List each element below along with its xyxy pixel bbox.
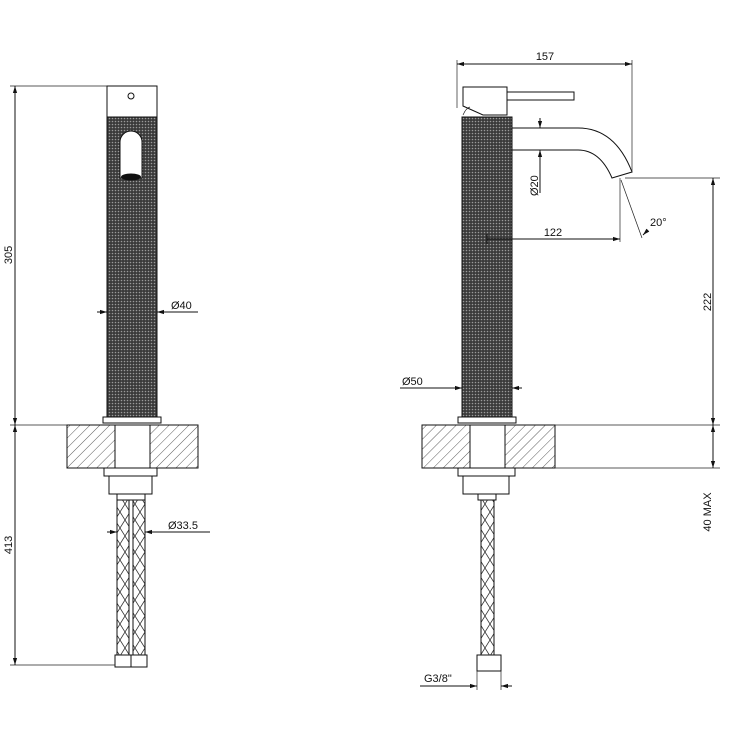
- spout: [511, 127, 633, 179]
- side-hose-fitting: [476, 654, 502, 672]
- front-nut-neck: [116, 493, 146, 501]
- front-view: 305 413 Ø40 Ø33.5: [3, 85, 210, 668]
- side-counter-left: [421, 424, 471, 469]
- counter-section-left: [66, 424, 116, 469]
- hose-fitting-right: [130, 654, 148, 668]
- dim-g3-8: G3/8": [424, 673, 452, 685]
- dim-d20: Ø20: [529, 175, 541, 196]
- hose-right: [132, 499, 146, 656]
- front-cap: [106, 85, 158, 118]
- dim-157: 157: [536, 51, 554, 63]
- front-spout-opening: [119, 130, 143, 179]
- front-nut-washer: [103, 467, 158, 477]
- dim-d33-5: Ø33.5: [168, 520, 198, 532]
- dim-413: 413: [3, 536, 15, 554]
- dim-40-max: 40 MAX: [702, 492, 714, 532]
- dim-d50: Ø50: [402, 376, 423, 388]
- side-view: 157 Ø20 122 20° 222 40 MAX Ø50 G3/8": [400, 51, 720, 690]
- dim-122: 122: [544, 227, 562, 239]
- side-nut: [462, 475, 510, 495]
- dim-d40: Ø40: [171, 300, 192, 312]
- front-base-plate: [102, 416, 162, 424]
- side-cap: [462, 86, 508, 116]
- cap-hole-icon: [127, 92, 135, 100]
- lever-handle[interactable]: [504, 91, 575, 101]
- side-nut-neck: [477, 493, 497, 501]
- dim-angle-20: 20°: [650, 217, 667, 229]
- dim-222: 222: [702, 293, 714, 311]
- side-nut-washer: [457, 467, 516, 477]
- dim-305: 305: [3, 246, 15, 264]
- front-nut: [108, 475, 153, 495]
- front-shank: [114, 424, 151, 469]
- aerator: [121, 173, 141, 181]
- side-knurled-body: [461, 116, 513, 418]
- hose-fitting-left: [114, 654, 132, 668]
- side-hose: [480, 499, 495, 656]
- side-counter-right: [504, 424, 556, 469]
- side-base-plate: [457, 416, 517, 424]
- hose-left: [116, 499, 130, 656]
- counter-section-right: [149, 424, 199, 469]
- side-shank: [469, 424, 506, 469]
